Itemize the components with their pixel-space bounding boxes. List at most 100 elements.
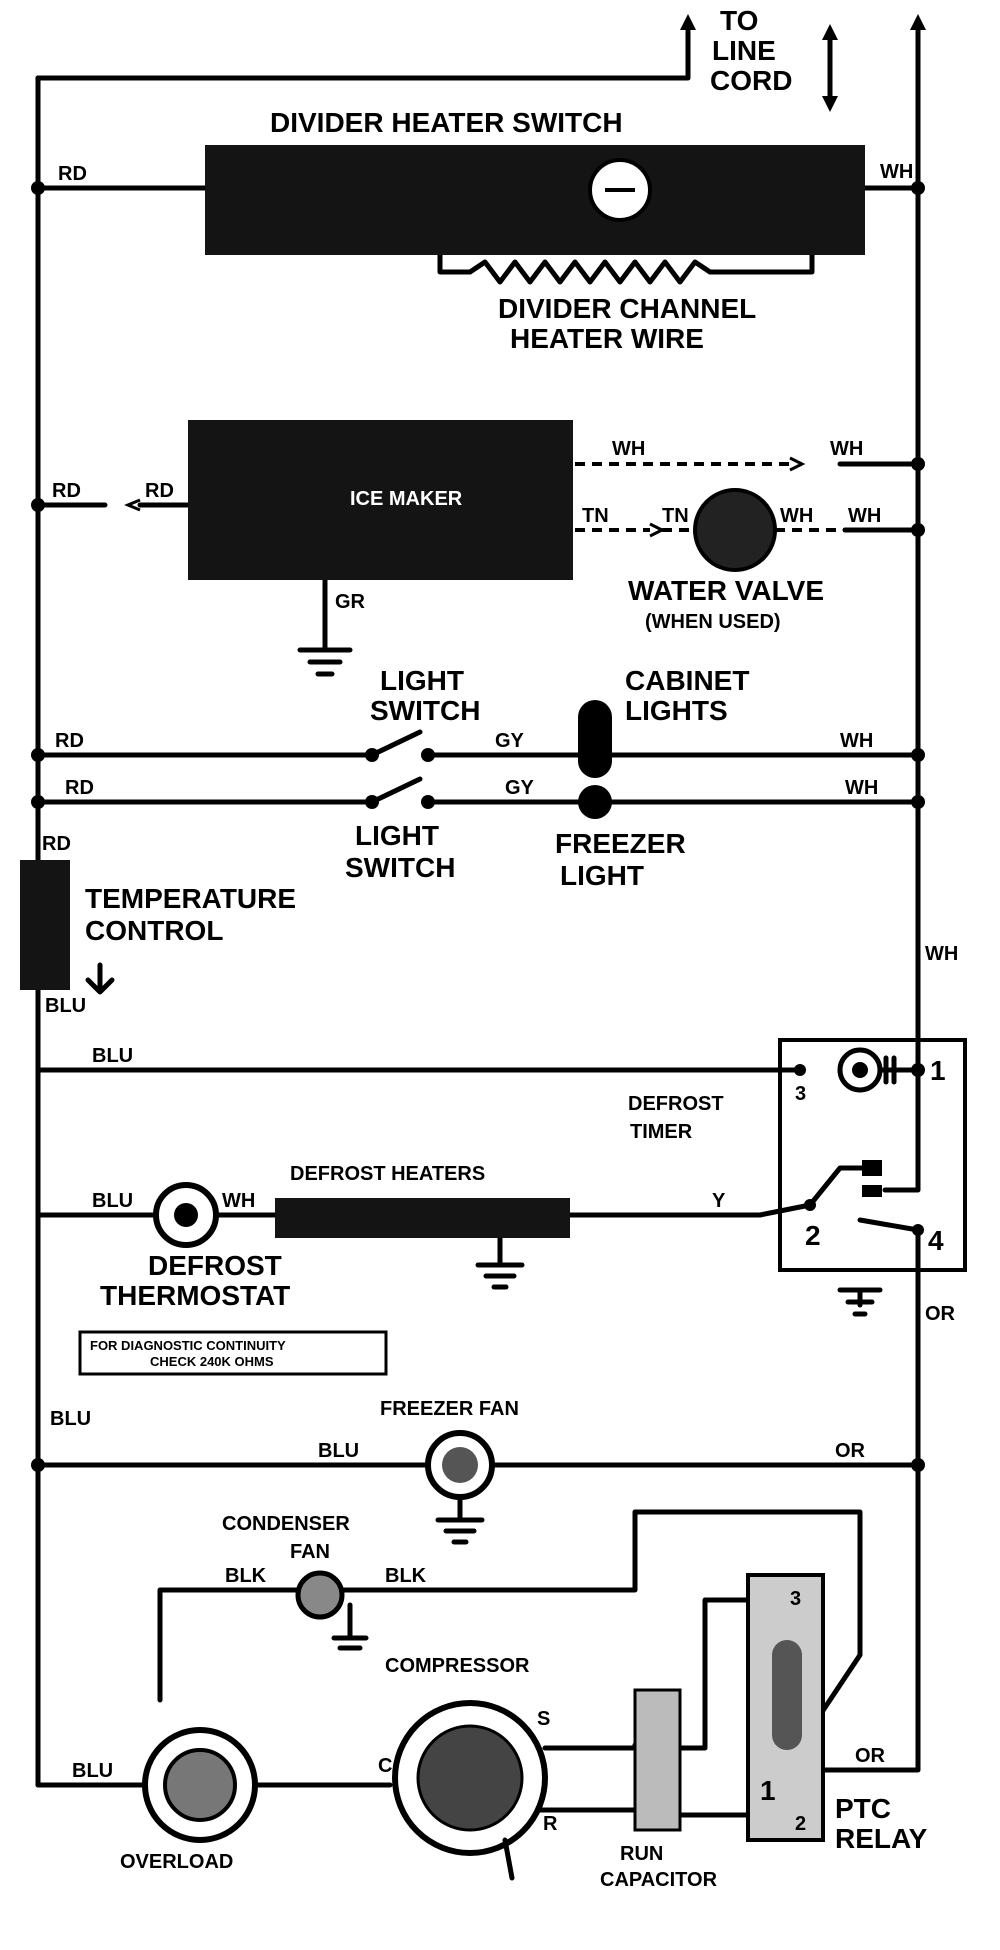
relay-or-wire bbox=[787, 1465, 921, 1773]
defrost-thermostat-label-1: DEFROST bbox=[148, 1250, 282, 1281]
compressor-inner bbox=[416, 1724, 524, 1832]
cabinet-lights-icon bbox=[578, 700, 612, 778]
wire-code: BLU bbox=[318, 1440, 359, 1462]
defrost-heaters-block bbox=[275, 1198, 570, 1238]
arrow-up-icon bbox=[910, 14, 926, 30]
water-valve-icon bbox=[693, 488, 777, 572]
junction-dot bbox=[804, 1199, 816, 1211]
overload-blu-wire bbox=[35, 1477, 153, 1788]
condenser-fan-label-1: CONDENSER bbox=[222, 1513, 350, 1535]
light-switch-bottom-label-2: SWITCH bbox=[345, 852, 455, 883]
cabinet-lights-label-1: CABINET bbox=[625, 665, 749, 696]
wire-code: BLU bbox=[92, 1045, 133, 1067]
condenser-fan-blk-wire-right bbox=[337, 1509, 863, 1763]
to-line-cord-label-1: TO bbox=[720, 5, 758, 36]
wire-code: BLU bbox=[72, 1760, 113, 1782]
timer-terminal-4: 4 bbox=[928, 1225, 944, 1256]
wire-code: GY bbox=[495, 730, 525, 752]
arrow-up-icon bbox=[680, 14, 696, 30]
ground-icon bbox=[297, 647, 353, 677]
divider-channel-label-2: HEATER WIRE bbox=[510, 323, 704, 354]
timer-or-wire bbox=[857, 1217, 921, 1471]
wire-code: OR bbox=[855, 1745, 886, 1767]
junction-dot bbox=[31, 1458, 45, 1472]
run-capacitor-label-1: RUN bbox=[620, 1843, 663, 1865]
junction-dot bbox=[911, 795, 925, 809]
timer-terminal-3: 3 bbox=[795, 1083, 806, 1105]
junction-dot bbox=[794, 1064, 806, 1076]
timer-terminal-2: 2 bbox=[805, 1220, 821, 1251]
wire-code: RD bbox=[145, 480, 174, 502]
temperature-control-label-2: CONTROL bbox=[85, 915, 223, 946]
wire-code: BLU bbox=[45, 995, 86, 1017]
wire-code: BLU bbox=[50, 1408, 91, 1430]
compressor-terminal-s: S bbox=[537, 1708, 550, 1730]
run-capacitor-label-2: CAPACITOR bbox=[600, 1869, 718, 1891]
timer-terminal-1-wire bbox=[882, 1067, 921, 1193]
relay-terminal-3: 3 bbox=[790, 1588, 801, 1610]
divider-heater-switch-label: DIVIDER HEATER SWITCH bbox=[270, 107, 623, 138]
timer-motor-center bbox=[852, 1062, 868, 1078]
defrost-thermostat-center bbox=[174, 1203, 198, 1227]
wire-code: RD bbox=[65, 777, 94, 799]
compressor-ground-lead bbox=[502, 1837, 515, 1881]
light-switch-bottom-icon bbox=[365, 776, 435, 809]
relay-terminal-2: 2 bbox=[795, 1813, 806, 1835]
timer-contact-icon bbox=[883, 1055, 897, 1085]
heater-wire-left bbox=[437, 252, 473, 275]
line-cord-left-wire bbox=[35, 27, 691, 81]
relay-terminal-1: 1 bbox=[760, 1775, 776, 1806]
compressor-s-wire bbox=[542, 1742, 638, 1751]
wire-code: RD bbox=[55, 730, 84, 752]
freezer-light-label-1: FREEZER bbox=[555, 828, 686, 859]
line-cord-arrows bbox=[680, 14, 926, 112]
light-switch-top-icon bbox=[365, 729, 435, 762]
water-valve-label: WATER VALVE bbox=[628, 575, 824, 606]
divider-channel-label-1: DIVIDER CHANNEL bbox=[498, 293, 756, 324]
terminal-labels: 1 2 3 4 S C R 3 1 2 bbox=[378, 1055, 946, 1835]
freezer-light-label-2: LIGHT bbox=[560, 860, 644, 891]
run-capacitor-icon bbox=[633, 1688, 682, 1832]
timer-terminal-1: 1 bbox=[930, 1055, 946, 1086]
timer-contact-block bbox=[862, 1160, 882, 1176]
overload-label: OVERLOAD bbox=[120, 1851, 233, 1873]
ptc-relay-label-2: RELAY bbox=[835, 1823, 928, 1854]
junction-dot bbox=[31, 748, 45, 762]
junction-dot bbox=[31, 181, 45, 195]
junction-dot bbox=[911, 457, 925, 471]
defrost-heaters-y-wire bbox=[567, 1202, 813, 1218]
junction-dot bbox=[31, 795, 45, 809]
wire-code: WH bbox=[780, 505, 813, 527]
wire-code: OR bbox=[835, 1440, 866, 1462]
timer-contact-block bbox=[862, 1185, 882, 1197]
junction-dot bbox=[911, 748, 925, 762]
defrost-heaters-label: DEFROST HEATERS bbox=[290, 1163, 485, 1185]
wire-code: WH bbox=[840, 730, 873, 752]
junction-dot bbox=[911, 181, 925, 195]
junction-dot bbox=[911, 1458, 925, 1472]
overload-inner bbox=[163, 1748, 237, 1822]
wire-code: WH bbox=[845, 777, 878, 799]
wire-code: WH bbox=[830, 438, 863, 460]
light-switch-bottom-label-1: LIGHT bbox=[355, 820, 439, 851]
ptc-relay-label-1: PTC bbox=[835, 1793, 891, 1824]
temperature-control-arrow-icon bbox=[85, 962, 115, 995]
defrost-ground-icon bbox=[475, 1262, 525, 1290]
divider-channel-heater-wire bbox=[467, 252, 815, 285]
divider-heater-switch-block bbox=[205, 145, 865, 255]
junction-dot bbox=[912, 1224, 924, 1236]
wire-code: WH bbox=[612, 438, 645, 460]
condenser-fan-blk-wire-left bbox=[157, 1587, 303, 1628]
junction-dot bbox=[911, 1063, 925, 1077]
wire-code: RD bbox=[58, 163, 87, 185]
to-line-cord-label-2: LINE bbox=[712, 35, 776, 66]
capacitor-to-relay-wire bbox=[677, 1597, 751, 1751]
wire-code: TN bbox=[662, 505, 689, 527]
wire-code: RD bbox=[52, 480, 81, 502]
diagnostic-note-line-1: FOR DIAGNOSTIC CONTINUITY bbox=[90, 1338, 286, 1353]
connector-icon bbox=[124, 498, 141, 512]
junction-dot bbox=[31, 498, 45, 512]
ptc-relay-element bbox=[772, 1640, 802, 1750]
labels: TO LINE CORD DIVIDER HEATER SWITCH DIVID… bbox=[85, 5, 928, 1891]
